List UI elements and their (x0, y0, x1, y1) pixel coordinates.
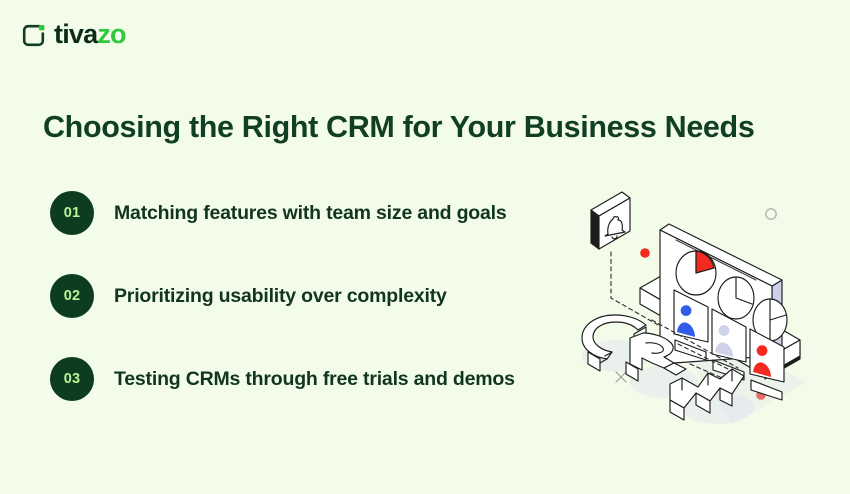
pie-chart-red-slice (675, 250, 717, 296)
x-mark-accent (615, 371, 627, 383)
tivazo-bracket-icon (20, 22, 47, 49)
page-title: Choosing the Right CRM for Your Business… (43, 110, 755, 145)
red-dot-accent-top (640, 248, 650, 258)
step-number-badge: 02 (50, 274, 94, 318)
list-item-label: Testing CRMs through free trials and dem… (114, 367, 515, 390)
isometric-crm-dashboard-illustration: .ol { fill:#fff; stroke:#1c1c1c; stroke-… (560, 168, 850, 430)
points-list: 01 Matching features with team size and … (50, 190, 570, 439)
pie-chart-clock (717, 276, 755, 320)
list-item: 02 Prioritizing usability over complexit… (50, 273, 570, 319)
small-circle-accent (765, 207, 778, 220)
letter-r-3d (625, 332, 687, 382)
letter-m-3d (669, 368, 745, 421)
dashed-connector-lines (610, 251, 661, 327)
brand-name-accent: zo (97, 18, 126, 49)
list-item-label: Prioritizing usability over complexity (114, 284, 447, 307)
step-number-badge: 01 (50, 191, 94, 235)
list-item-label: Matching features with team size and goa… (114, 201, 507, 224)
pie-chart-split (752, 298, 788, 342)
user-card-red (749, 328, 785, 401)
brand-name-dark: tiva (54, 18, 98, 49)
crm-3d-letters (581, 314, 754, 424)
list-item: 03 Testing CRMs through free trials and … (50, 356, 570, 402)
user-card-blue (673, 289, 709, 361)
notification-bell-card (590, 191, 631, 250)
step-number-badge: 03 (50, 357, 94, 401)
list-item: 01 Matching features with team size and … (50, 190, 570, 236)
